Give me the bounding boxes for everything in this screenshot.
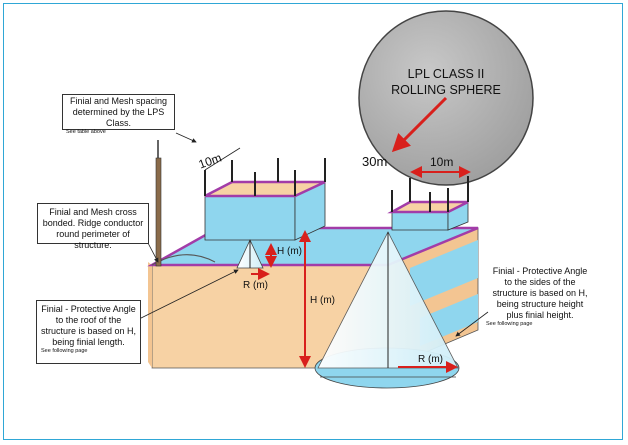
callout-side-angle: Finial - Protective Angle to the sides o… [484, 266, 596, 328]
structure-height-label: H (m) [310, 295, 335, 306]
sphere-title-line2: ROLLING SPHERE [391, 83, 501, 97]
upper-block-right [387, 176, 469, 231]
sphere-mesh-label: 10m [430, 155, 453, 169]
callout-mesh-spacing-text: Finial and Mesh spacing determined by th… [69, 96, 168, 128]
leader-lines [132, 132, 489, 378]
callout-side-angle-note: See following page [486, 321, 533, 327]
callout-mesh-spacing-note: See table above [66, 129, 106, 135]
finial-height-label: H (m) [277, 246, 302, 257]
callout-cross-bonded: Finial and Mesh cross bonded. Ridge cond… [37, 203, 149, 250]
structure-height: H (m) [299, 230, 335, 368]
callout-roof-angle-note: See following page [41, 348, 88, 354]
finial-radius-label: R (m) [243, 280, 268, 291]
roof-mesh-label: 10m [197, 150, 224, 171]
callout-cross-bonded-text: Finial and Mesh cross bonded. Ridge cond… [42, 207, 144, 250]
side-radius-label: R (m) [418, 354, 443, 365]
callout-roof-angle: Finial - Protective Angle to the roof of… [36, 300, 141, 364]
callout-mesh-spacing: Finial and Mesh spacing determined by th… [62, 94, 175, 135]
upper-block-left: 10m [197, 147, 326, 241]
side-protection-cone: R (m) [314, 231, 460, 389]
tall-finial [155, 140, 162, 267]
sphere-radius-label: 30m [362, 154, 387, 169]
diagram-frame [3, 3, 623, 440]
roof-protection-cone: H (m) R (m) [236, 239, 302, 291]
sphere-title-line1: LPL CLASS II [408, 67, 485, 81]
rolling-sphere: LPL CLASS II ROLLING SPHERE 30m 10m [358, 10, 534, 186]
callout-roof-angle-text: Finial - Protective Angle to the roof of… [40, 304, 137, 347]
sphere-radius-arrow [391, 96, 448, 153]
callout-side-angle-text: Finial - Protective Angle to the sides o… [492, 266, 588, 320]
